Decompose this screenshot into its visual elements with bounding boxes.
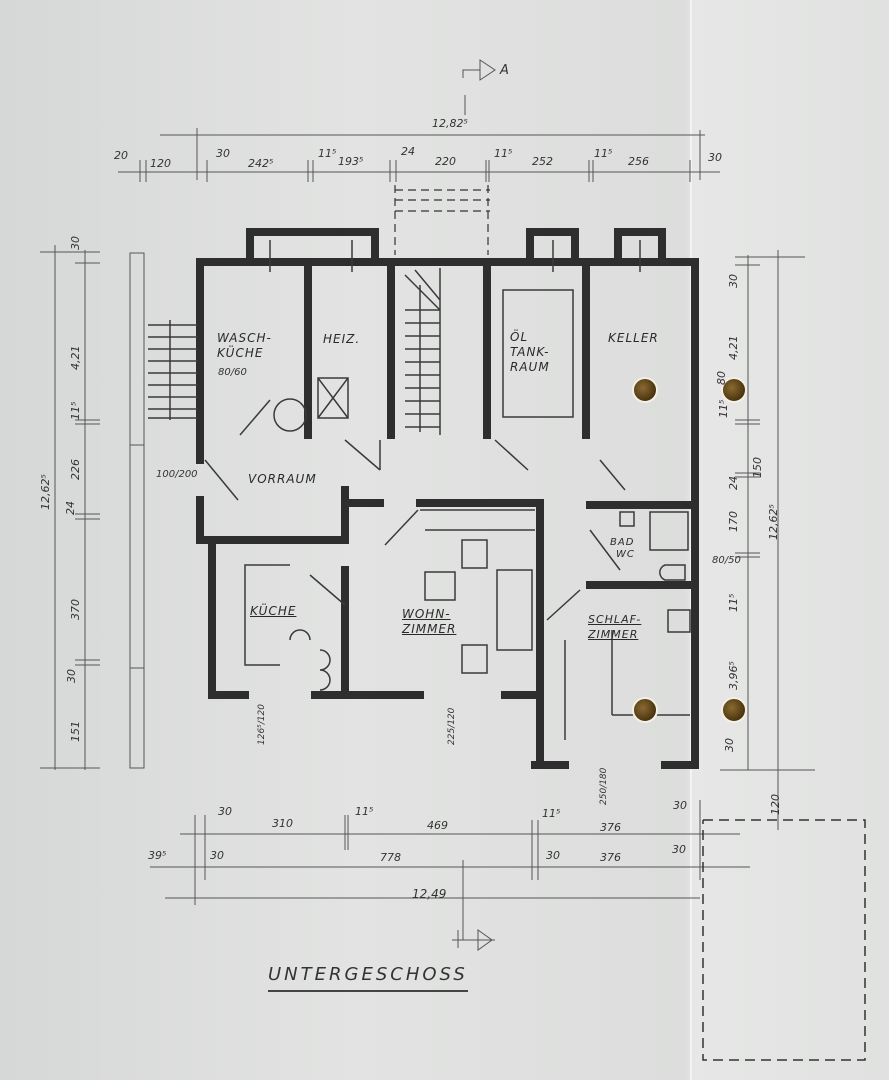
dim-bottom: 30 xyxy=(672,843,686,856)
dim-bottom: 30 xyxy=(218,805,232,818)
thin-lines xyxy=(148,240,691,740)
dim-bottom: 310 xyxy=(272,817,293,830)
dim-left: 30 xyxy=(69,236,82,250)
dim-bottom: 376 xyxy=(600,821,621,834)
dim-right: 80/50 xyxy=(712,555,741,566)
room-label: ZIMMER xyxy=(402,622,457,636)
dim-right: 30 xyxy=(723,738,736,752)
room-label: ZIMMER xyxy=(588,628,639,641)
room-label: KÜCHE xyxy=(217,346,264,360)
dim-top: 11⁵ xyxy=(318,147,337,160)
section-marker-label: A xyxy=(500,63,509,78)
room-label: ÖL xyxy=(510,330,529,344)
room-schlafzimmer: SCHLAF- ZIMMER xyxy=(588,614,641,640)
room-label: WASCH- xyxy=(217,331,272,345)
room-heizung: HEIZ. xyxy=(323,332,361,346)
dim-bottom: 11⁵ xyxy=(355,805,374,818)
dim-left: 151 xyxy=(69,721,82,742)
room-label: WOHN- xyxy=(402,607,451,621)
dim-top: 11⁵ xyxy=(594,147,613,160)
dim-left: 226 xyxy=(69,459,82,480)
dim-top: 11⁵ xyxy=(494,147,513,160)
room-waschkueche: WASCH- KÜCHE xyxy=(217,332,272,359)
dim-left-total: 12,62⁵ xyxy=(39,474,52,510)
room-bad-wc: BAD WC xyxy=(610,538,635,560)
drawing-title: UNTERGESCHOSS xyxy=(268,966,468,992)
dim-right: 11⁵ xyxy=(717,399,730,418)
dim-right: 24 xyxy=(727,476,740,490)
room-oeltankraum: ÖL TANK- RAUM xyxy=(510,330,550,375)
dim-top: 30 xyxy=(708,151,722,164)
punch-hole xyxy=(721,377,747,403)
dim-right: 150 xyxy=(751,457,764,478)
dim-top: 24 xyxy=(401,145,415,158)
room-label: RAUM xyxy=(510,360,550,374)
dim-top: 120 xyxy=(150,157,171,170)
room-wohnzimmer: WOHN- ZIMMER xyxy=(402,608,456,635)
dim-bottom: 376 xyxy=(600,851,621,864)
dim-window-kueche: 126⁵/120 xyxy=(257,704,267,745)
dim-bottom-total: 12,49 xyxy=(412,887,447,901)
room-keller: KELLER xyxy=(608,331,659,345)
dim-window-schlafzimmer: 250/180 xyxy=(599,767,609,805)
dim-top: 193⁵ xyxy=(338,155,364,168)
dim-top: 220 xyxy=(435,155,456,168)
dim-top-total: 12,82⁵ xyxy=(432,117,468,130)
walls xyxy=(196,228,699,769)
dim-window-wohnzimmer: 225/120 xyxy=(447,707,457,745)
dim-top: 20 xyxy=(114,149,128,162)
dim-bottom: 30 xyxy=(673,799,687,812)
dim-bottom: 469 xyxy=(427,819,448,832)
dim-top: 252 xyxy=(532,155,553,168)
dim-top: 242⁵ xyxy=(248,157,274,170)
dim-top: 30 xyxy=(216,147,230,160)
room-label: BAD xyxy=(610,537,635,548)
dim-right: 80 xyxy=(715,371,728,385)
dim-top: 256 xyxy=(628,155,649,168)
dimension-lines xyxy=(40,59,815,951)
dim-left: 24 xyxy=(64,501,77,515)
room-label: SCHLAF- xyxy=(588,613,642,626)
dim-window-waschkueche: 80/60 xyxy=(218,367,247,378)
dim-door-vorraum: 100/200 xyxy=(156,469,198,480)
room-vorraum: VORRAUM xyxy=(248,472,317,486)
dim-bottom: 30 xyxy=(546,849,560,862)
dashed-outline xyxy=(702,819,866,1061)
punch-hole xyxy=(632,697,658,723)
room-label: WC xyxy=(616,549,635,560)
punch-hole xyxy=(632,377,658,403)
punch-hole xyxy=(721,697,747,723)
dim-bottom: 30 xyxy=(210,849,224,862)
room-kueche: KÜCHE xyxy=(250,604,297,618)
dim-bottom: 778 xyxy=(380,851,401,864)
dim-left: 4,21 xyxy=(69,345,82,371)
dim-right: 11⁵ xyxy=(727,593,740,612)
dim-bottom: 39⁵ xyxy=(148,849,167,862)
dim-bottom: 11⁵ xyxy=(542,807,561,820)
dim-right: 4,21 xyxy=(727,335,740,361)
dim-right: 3,96⁵ xyxy=(727,661,740,690)
dim-right-outer: 120 xyxy=(769,794,782,815)
dim-right-total: 12,62⁵ xyxy=(767,504,780,540)
dim-left: 370 xyxy=(69,599,82,620)
dim-left: 11⁵ xyxy=(69,401,82,420)
dim-left: 30 xyxy=(65,669,78,683)
room-label: TANK- xyxy=(510,345,550,359)
dim-right: 170 xyxy=(727,511,740,532)
dim-right: 30 xyxy=(727,274,740,288)
